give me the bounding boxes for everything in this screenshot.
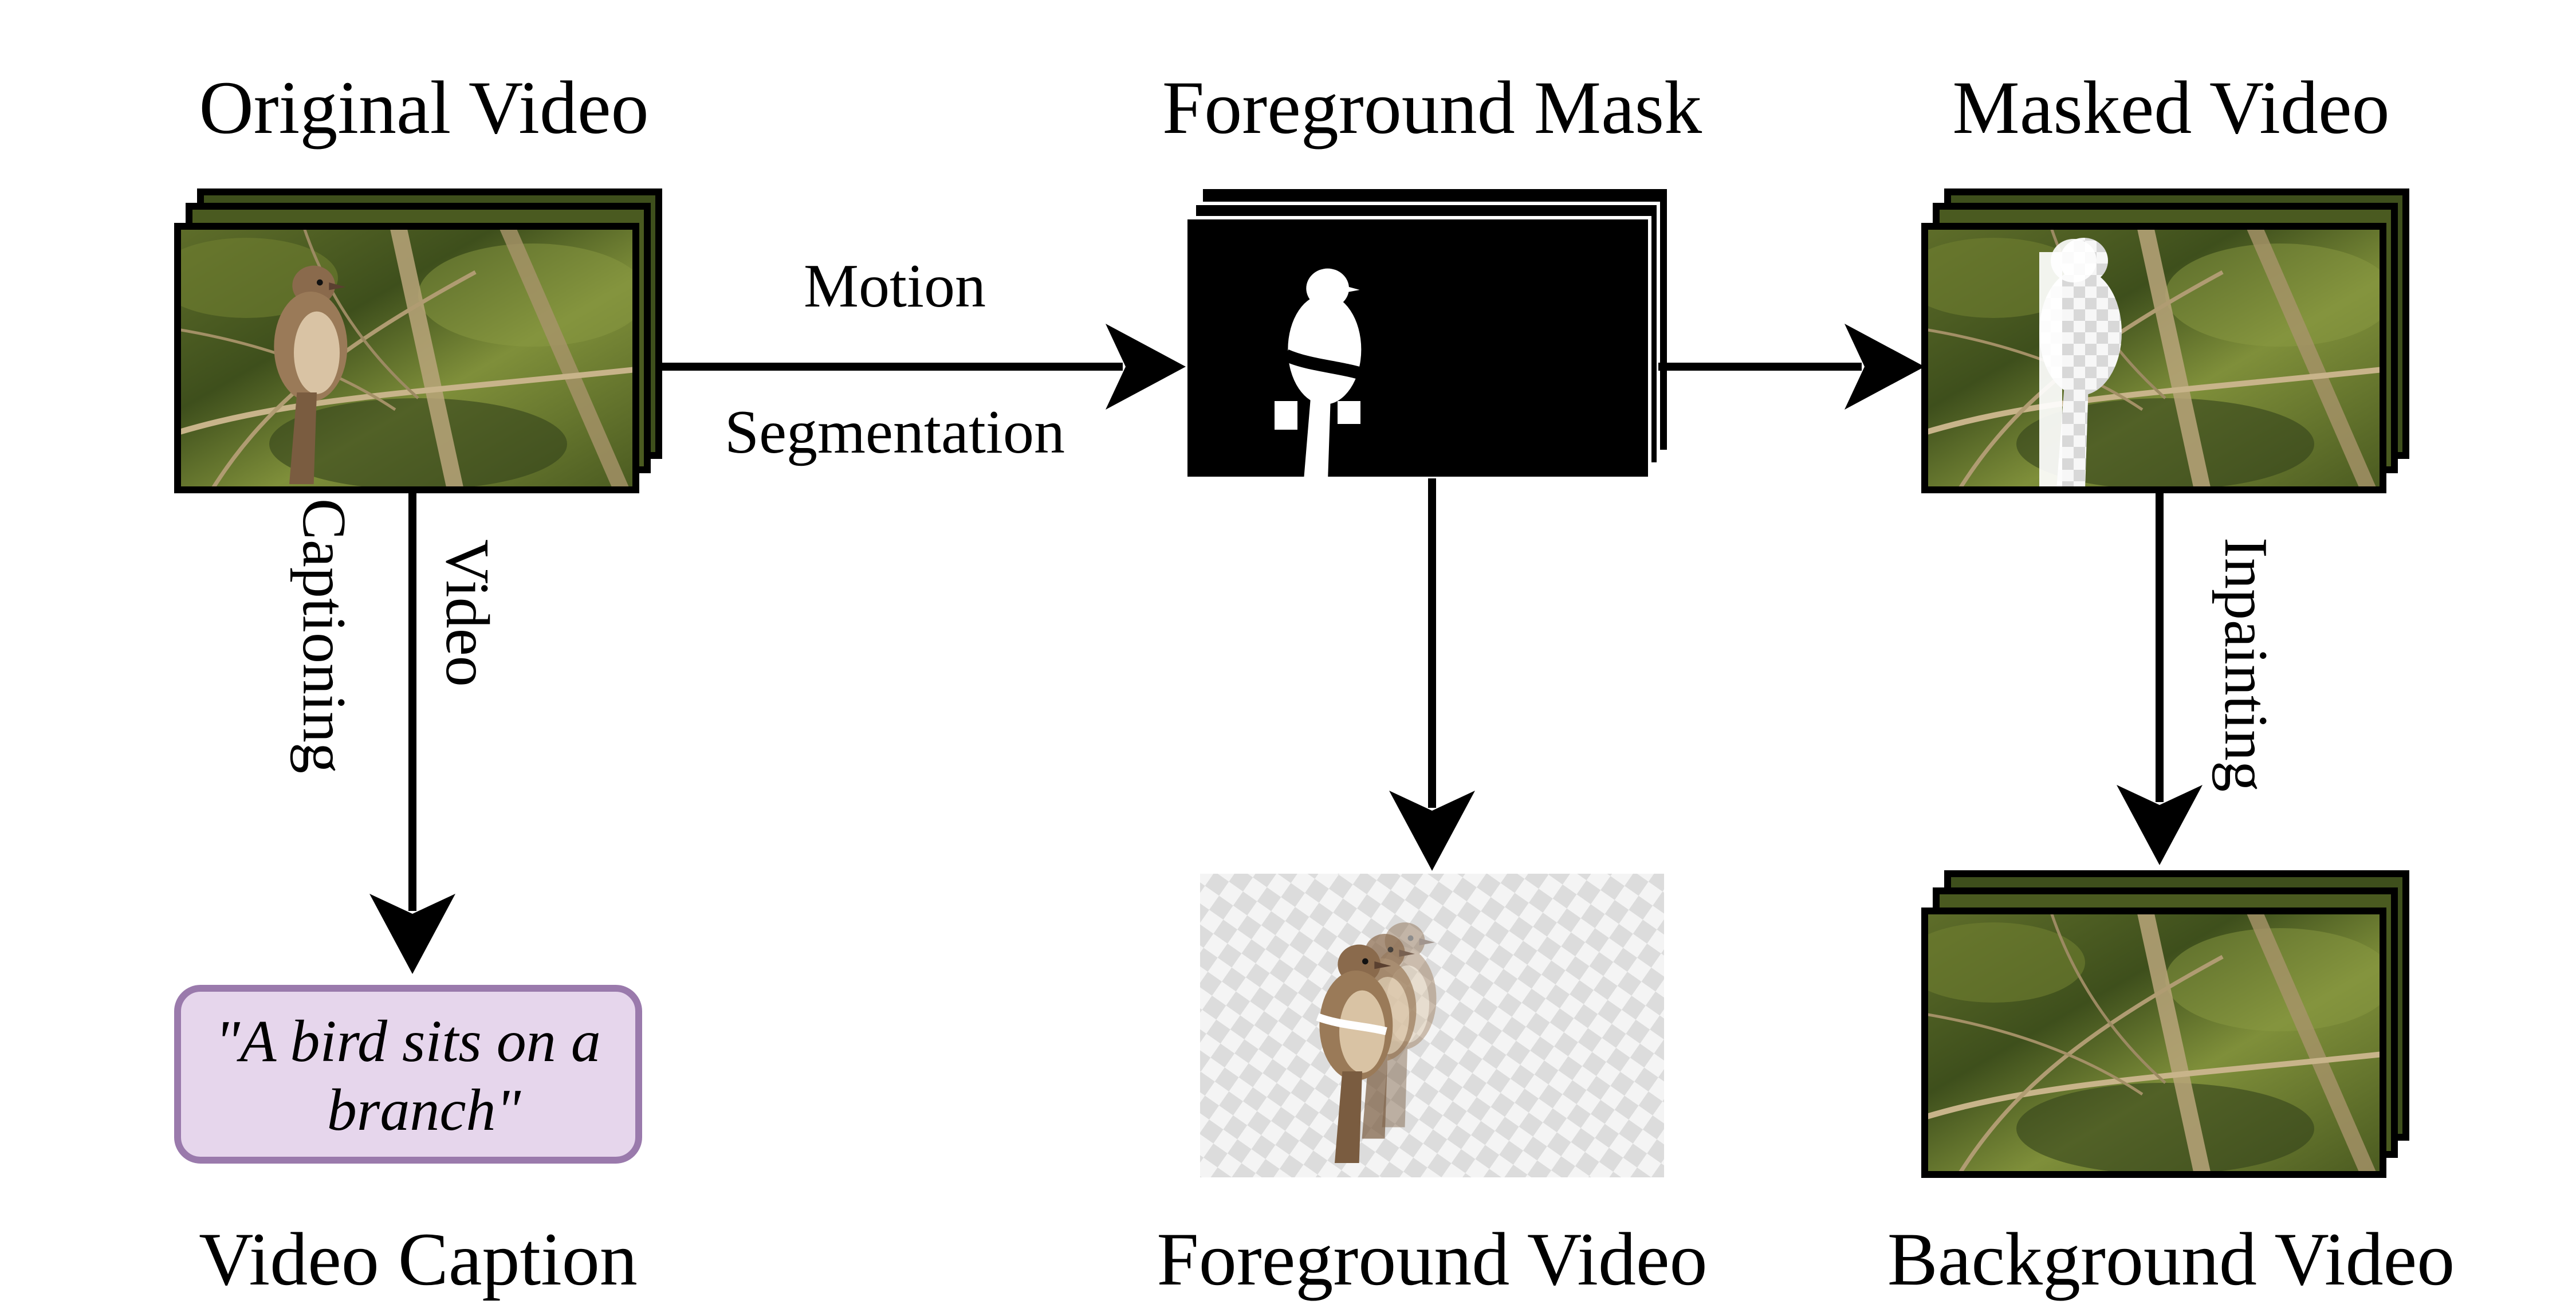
background-video-title: Background Video	[1887, 1217, 2455, 1301]
original-video-frame	[174, 223, 639, 493]
caption-text-line1: "A bird sits on a	[215, 1008, 601, 1074]
label-captioning: Captioning	[290, 498, 358, 773]
video-caption-title: Video Caption	[199, 1217, 638, 1301]
masked-region	[2039, 238, 2122, 493]
label-segmentation: Segmentation	[725, 398, 1065, 466]
arrow-inpainting	[2117, 493, 2203, 865]
label-motion: Motion	[804, 252, 986, 320]
label-inpainting: Inpainting	[2212, 537, 2280, 792]
original-video-stack	[174, 188, 662, 493]
video-caption-box: "A bird sits on a branch"	[174, 985, 642, 1164]
foreground-mask-title: Foreground Mask	[1162, 65, 1702, 150]
foreground-video-frame	[1200, 874, 1664, 1177]
foreground-video-title: Foreground Video	[1157, 1217, 1707, 1301]
foreground-mask-stack	[1184, 189, 1667, 487]
arrow-mask-to-masked	[1658, 324, 1925, 410]
mask-silhouette	[1275, 268, 1378, 487]
arrow-mask-to-foreground	[1389, 478, 1475, 871]
arrow-motion-segmentation	[662, 324, 1186, 410]
masked-video-frame	[1921, 223, 2386, 493]
label-video: Video	[433, 539, 501, 686]
masked-video-stack	[1921, 188, 2409, 493]
background-video-frame	[1921, 908, 2386, 1178]
masked-video-title: Masked Video	[1952, 65, 2389, 150]
original-video-title: Original Video	[199, 65, 648, 150]
background-video-stack	[1921, 870, 2409, 1178]
arrow-video-captioning	[369, 490, 455, 974]
caption-text-line2: branch"	[327, 1077, 522, 1143]
